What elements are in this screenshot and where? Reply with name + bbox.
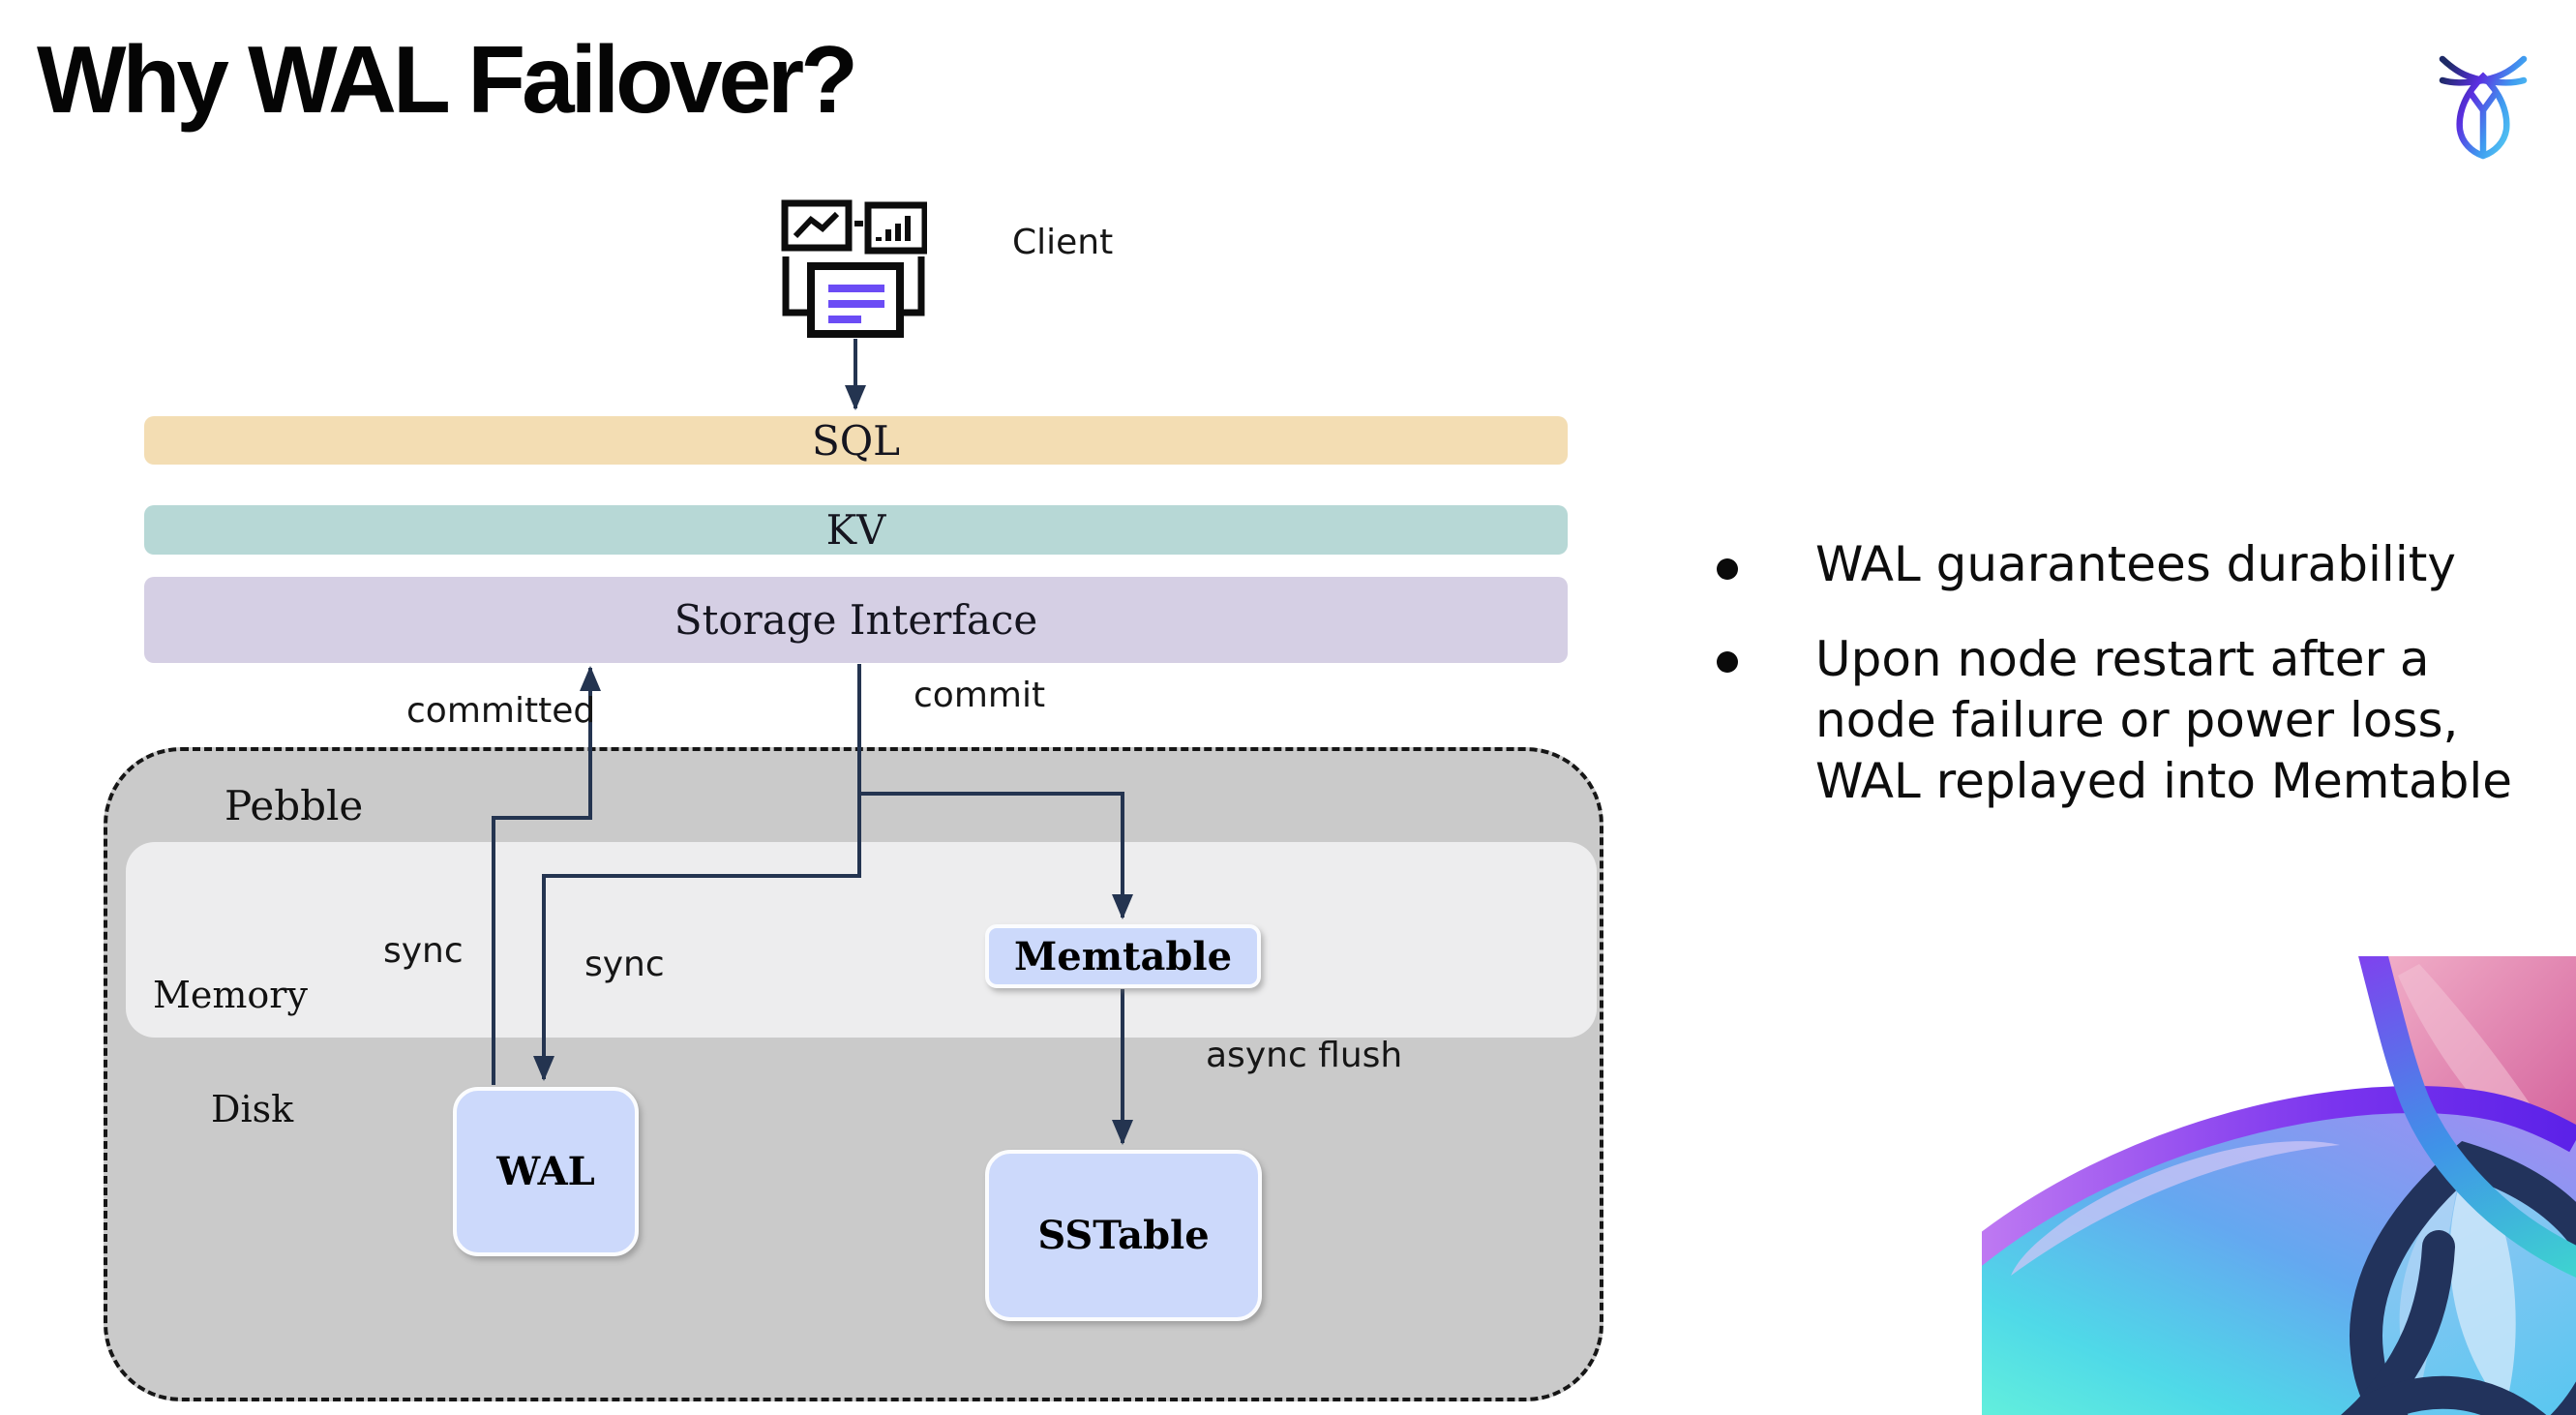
node-wal: WAL [453,1087,639,1256]
bullet-item: Upon node restart after a node failure o… [1815,629,2512,812]
layer-bar-sql-label: SQL [811,416,901,465]
corner-decoration-logo-art [1982,956,2576,1415]
node-memtable-label: Memtable [1013,933,1233,979]
edge-label-sync-left: sync [383,931,464,971]
node-sstable: SSTable [985,1150,1262,1321]
diagram-arrows [492,339,1133,1145]
edge-committed-wal-to-storage [492,666,601,1085]
bullet-line: WAL guarantees durability [1815,536,2456,592]
edge-label-async-flush: async flush [1206,1036,1403,1075]
disk-label: Disk [211,1088,294,1130]
edge-commit-to-memtable [859,792,1133,919]
bullet-line: node failure or power loss, [1815,692,2459,748]
edge-label-commit: commit [914,676,1046,715]
bullet-line: WAL replayed into Memtable [1815,753,2513,809]
edge-commit-storage-to-wal [533,664,861,1081]
layer-bar-storage-interface: Storage Interface [144,577,1568,663]
bullet-dot [1717,558,1738,580]
layer-bar-sql: SQL [144,416,1568,465]
cockroach-labs-logo-icon [2439,55,2528,160]
bullet-line: Upon node restart after a [1815,631,2430,687]
node-memtable: Memtable [985,924,1261,988]
layer-bar-kv: KV [144,505,1568,555]
node-wal-label: WAL [496,1149,595,1194]
memory-label: Memory [153,974,308,1016]
client-icon [781,199,927,338]
edge-label-committed: committed [406,691,596,731]
layer-bar-storage-label: Storage Interface [674,596,1038,644]
page-title: Why WAL Failover? [37,26,858,133]
bullet-item: WAL guarantees durability [1815,534,2456,595]
node-sstable-label: SSTable [1037,1213,1210,1258]
pebble-label: Pebble [225,782,364,829]
client-label: Client [1012,223,1114,262]
layer-bar-kv-label: KV [825,506,886,554]
bullet-dot [1717,651,1738,673]
edge-label-sync-right: sync [584,945,665,984]
